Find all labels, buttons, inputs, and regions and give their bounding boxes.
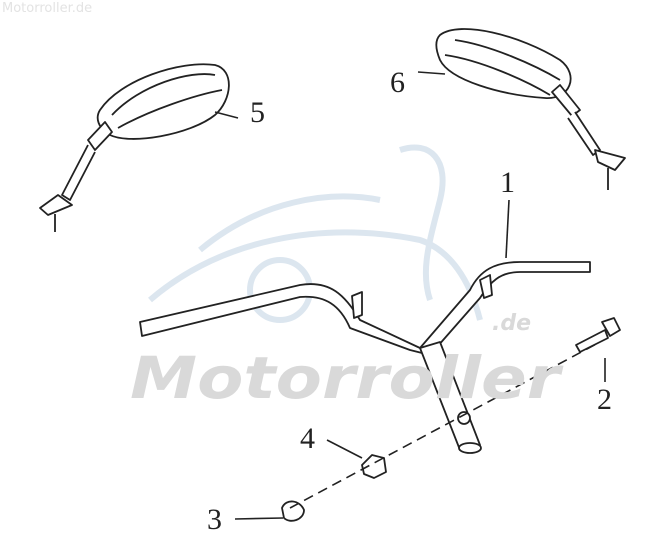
watermark-corner-text: Motorroller.de [2, 1, 93, 16]
callout-3: 3 [207, 503, 222, 536]
watermark-center-suffix: .de [492, 311, 531, 336]
bolt[interactable] [575, 317, 621, 353]
callout-6: 6 [390, 66, 405, 99]
callout-5: 5 [250, 96, 265, 129]
callout-1: 1 [500, 166, 515, 199]
watermark-center-text: Motorroller [130, 344, 564, 412]
nut-3[interactable] [281, 500, 305, 522]
handlebar[interactable] [139, 261, 591, 454]
callout-2: 2 [597, 383, 612, 416]
left-mirror[interactable] [39, 63, 230, 232]
right-mirror[interactable] [435, 28, 626, 190]
callout-4: 4 [300, 422, 315, 455]
leader-lines [214, 71, 606, 520]
nut-4[interactable] [361, 454, 387, 479]
